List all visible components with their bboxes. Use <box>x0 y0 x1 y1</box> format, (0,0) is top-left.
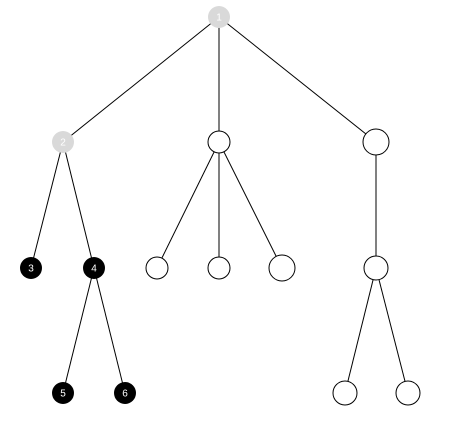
tree-edge-n4-n5 <box>62 267 95 394</box>
node-circle <box>207 256 231 280</box>
tree-edge-n2-n3 <box>30 141 64 269</box>
node-label: 2 <box>60 138 66 149</box>
tree-node-n2: 2 <box>52 131 74 153</box>
tree-edge-r2-r4 <box>375 267 409 394</box>
node-circle <box>145 256 169 280</box>
tree-node-r4 <box>395 380 421 406</box>
tree-node-m2 <box>145 256 169 280</box>
tree-edge-m1-m2 <box>156 141 220 269</box>
tree-node-n1: 1 <box>208 6 230 28</box>
tree-edge-n1-n2 <box>62 16 220 143</box>
node-circle <box>208 6 230 28</box>
tree-node-n4: 4 <box>83 257 105 279</box>
nodes-layer: 1 2 3 4 5 6 <box>20 6 421 406</box>
tree-node-r2 <box>363 255 389 281</box>
node-circle <box>114 382 136 404</box>
tree-edge-n4-n6 <box>93 267 126 394</box>
tree-node-r1 <box>362 128 390 156</box>
tree-node-m3 <box>207 256 231 280</box>
node-label: 6 <box>122 389 128 400</box>
tree-node-m1 <box>207 130 231 154</box>
node-circle <box>395 380 421 406</box>
node-circle <box>207 130 231 154</box>
node-circle <box>268 254 296 282</box>
tree-node-n3: 3 <box>20 257 42 279</box>
node-circle <box>362 128 390 156</box>
node-circle <box>52 131 74 153</box>
tree-edge-n2-n4 <box>62 141 95 269</box>
node-circle <box>52 382 74 404</box>
tree-node-n6: 6 <box>114 382 136 404</box>
tree-edge-r2-r3 <box>344 267 377 394</box>
edges-layer <box>30 16 409 394</box>
node-label: 3 <box>28 264 34 275</box>
node-circle <box>20 257 42 279</box>
node-label: 5 <box>60 389 66 400</box>
node-label: 1 <box>216 13 222 24</box>
tree-node-r3 <box>332 380 358 406</box>
node-circle <box>83 257 105 279</box>
node-circle <box>332 380 358 406</box>
tree-node-m4 <box>268 254 296 282</box>
node-label: 4 <box>91 264 97 275</box>
tree-edge-n1-r1 <box>218 16 377 143</box>
node-circle <box>363 255 389 281</box>
tree-edge-m1-m4 <box>218 141 283 269</box>
tree-node-n5: 5 <box>52 382 74 404</box>
